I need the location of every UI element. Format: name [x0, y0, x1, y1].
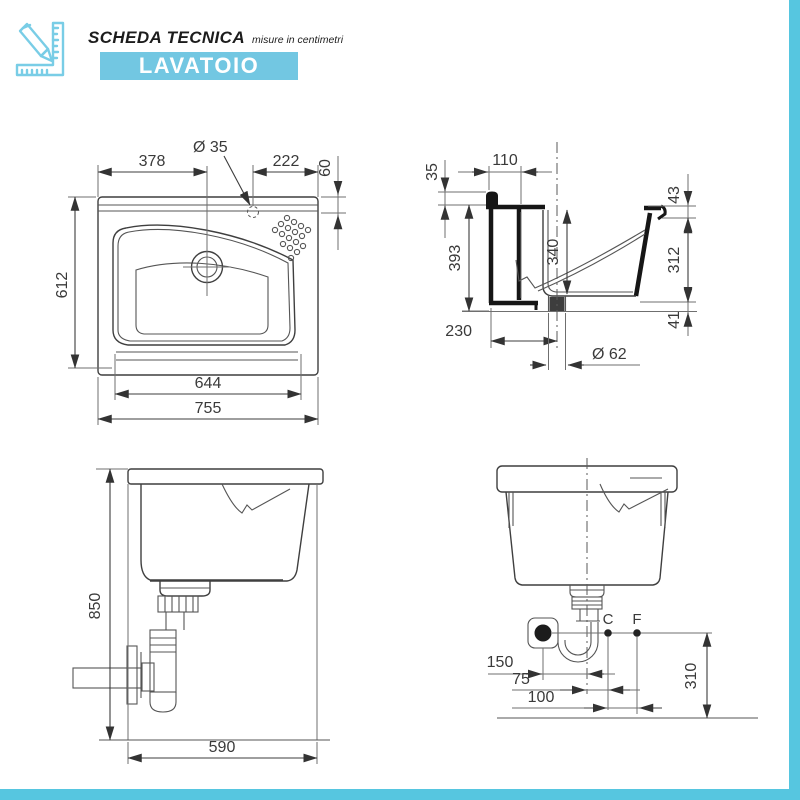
dim-41: 41	[666, 311, 683, 329]
sheet-subtitle: misure in centimetri	[252, 34, 344, 46]
product-name: LAVATOIO	[138, 53, 260, 78]
dim-378: 378	[139, 153, 166, 170]
dim-60: 60	[317, 159, 334, 177]
dim-222: 222	[273, 153, 300, 170]
pencil-ruler-icon	[15, 21, 65, 77]
wall-outlet	[534, 624, 552, 642]
dim-850: 850	[87, 593, 104, 620]
page-edge-right	[789, 0, 800, 800]
dim-612: 612	[54, 272, 71, 299]
dim-340: 340	[545, 239, 562, 266]
side-view: 850 590	[72, 468, 330, 764]
dim-755: 755	[195, 400, 222, 417]
point-c-label: C	[603, 611, 614, 628]
header: SCHEDA TECNICA misure in centimetri LAVAT…	[0, 0, 420, 100]
dim-393: 393	[447, 245, 464, 272]
overflow-holes	[271, 214, 312, 262]
section-view: 35 110 340 393 230 Ø 62 43 312 41	[424, 142, 697, 370]
sheet-title-text: SCHEDA TECNICA	[88, 28, 246, 47]
dim-100: 100	[528, 689, 555, 706]
siphon	[527, 585, 605, 663]
dim-312: 312	[666, 247, 683, 274]
page-edge-bottom	[0, 789, 800, 800]
dim-110: 110	[492, 152, 518, 169]
dim-35: 35	[424, 163, 441, 181]
dim-tap-diameter: Ø 35	[193, 139, 228, 156]
dim-644: 644	[195, 375, 222, 392]
dim-230: 230	[445, 323, 472, 340]
dim-590: 590	[209, 739, 236, 756]
dim-drain-diameter: Ø 62	[592, 346, 627, 363]
dim-310: 310	[683, 663, 700, 690]
point-f-label: F	[632, 611, 641, 628]
dim-43: 43	[666, 186, 683, 204]
dim-150: 150	[487, 654, 514, 671]
installation-view: C F 150 75 100 310	[487, 458, 758, 719]
plan-view: 378 222 Ø 35 60 612 644 755	[54, 139, 346, 425]
dim-75: 75	[512, 671, 530, 688]
product-band: LAVATOIO	[100, 52, 298, 80]
sheet-title: SCHEDA TECNICA misure in centimetri	[88, 28, 343, 48]
